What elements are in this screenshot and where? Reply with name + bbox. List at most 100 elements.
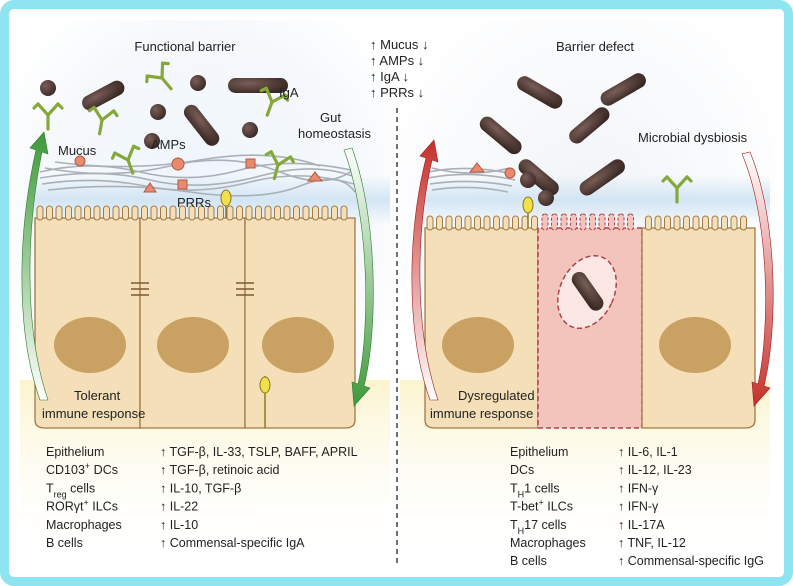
- microvillus: [740, 215, 747, 231]
- microvillus: [198, 205, 205, 221]
- bacterium-rod: [517, 76, 563, 109]
- bacterium-rod: [479, 116, 522, 155]
- right-epithelium: [424, 213, 756, 429]
- bacterium-rod: [579, 159, 625, 196]
- label-homeostasis: homeostasis: [298, 126, 371, 141]
- microvillus: [673, 215, 681, 231]
- damaged-microvillus: [627, 213, 634, 231]
- cell-type-label: TH1 cells: [510, 481, 560, 499]
- right-prrs: [522, 196, 534, 228]
- antibody-icon: [259, 86, 290, 117]
- antibody-icon: [661, 175, 693, 204]
- damaged-microvillus: [579, 213, 587, 231]
- antibody-icon: [87, 105, 119, 136]
- left-amps: [74, 155, 324, 193]
- amp-triangle: [143, 182, 157, 193]
- microvillus: [122, 205, 129, 221]
- microvillus: [683, 215, 690, 231]
- amp-square: [177, 179, 188, 190]
- microvillus: [150, 205, 158, 221]
- left-cytokine-table: Epithelium↑ TGF-β, IL-33, TSLP, BAFF, AP…: [46, 445, 358, 550]
- antibody-icon: [110, 144, 141, 175]
- cell-type-label: B cells: [46, 536, 83, 550]
- microvillus: [274, 205, 281, 221]
- cell-type-label: T-bet+ ILCs: [510, 498, 573, 514]
- cell-type-label: RORγt+ ILCs: [46, 498, 118, 514]
- right-bacteria: [479, 73, 646, 206]
- microvillus: [55, 205, 63, 221]
- left-epithelium: [34, 205, 356, 429]
- amp-square: [245, 158, 256, 169]
- microvillus: [65, 205, 72, 221]
- damaged-microvillus: [589, 213, 596, 231]
- damaged-microvillus: [541, 213, 549, 231]
- microvillus: [645, 215, 652, 231]
- left-nucleus-1: [54, 317, 126, 373]
- microvillus: [103, 205, 110, 221]
- cell-type-label: CD103+ DCs: [46, 461, 118, 477]
- microvillus: [245, 205, 253, 221]
- label-immune-response: immune response: [42, 406, 145, 421]
- microvillus: [493, 215, 500, 231]
- microvillus: [321, 205, 329, 221]
- label-tolerant: Tolerant: [74, 388, 121, 403]
- right-antibodies: [661, 175, 693, 204]
- microvillus: [179, 205, 186, 221]
- cell-type-label: Macrophages: [46, 518, 122, 532]
- cell-type-label: Epithelium: [510, 445, 568, 459]
- microvillus: [531, 215, 538, 231]
- antibody-icon: [145, 61, 173, 91]
- red-arrow-down: [741, 151, 774, 407]
- label-gut: Gut: [320, 110, 341, 125]
- microvillus: [721, 215, 728, 231]
- green-arrow-up: [21, 131, 49, 401]
- microvillus: [502, 215, 510, 231]
- left-bacteria: [40, 75, 288, 149]
- cytokine-effect: ↑ Commensal-specific IgA: [160, 536, 305, 550]
- intracellular-bacterium: [571, 271, 604, 311]
- left-microvilli: [36, 205, 348, 221]
- change-prrs: ↑ PRRs ↓: [370, 85, 424, 100]
- microvillus: [426, 215, 434, 231]
- cytokine-effect: ↑ IFN-γ: [618, 500, 659, 514]
- cytokine-effect: ↑ TGF-β, retinoic acid: [160, 463, 280, 477]
- bacterium-coccus: [150, 104, 166, 120]
- bacterium-rod: [518, 159, 559, 196]
- right-mucus-layer: [427, 167, 516, 193]
- microvillus: [654, 215, 662, 231]
- microvillus: [692, 215, 700, 231]
- amp-dot: [171, 157, 185, 171]
- microvillus: [302, 205, 310, 221]
- bacterium-coccus: [538, 190, 554, 206]
- cytokine-effect: ↑ IFN-γ: [618, 481, 659, 495]
- red-arrow-up: [411, 139, 439, 401]
- label-dys-immune-response: immune response: [430, 406, 533, 421]
- microvillus: [255, 205, 262, 221]
- middle-changes: ↑ Mucus ↓ ↑ AMPs ↓ ↑ IgA ↓ ↑ PRRs ↓: [370, 37, 429, 100]
- amp-dot: [504, 167, 516, 179]
- cell-type-label: B cells: [510, 554, 547, 568]
- right-nucleus-3: [659, 317, 731, 373]
- microvillus: [160, 205, 167, 221]
- tight-junctions: [131, 282, 254, 296]
- microvillus: [131, 205, 139, 221]
- damaged-microvillus: [608, 213, 615, 231]
- microvillus: [207, 205, 215, 221]
- microvillus: [331, 205, 338, 221]
- label-dysregulated: Dysregulated: [458, 388, 535, 403]
- prr-receptor: [522, 196, 534, 214]
- microvillus: [84, 205, 91, 221]
- microvillus: [141, 205, 148, 221]
- bacterium-coccus: [40, 80, 56, 96]
- damaged-microvillus: [551, 213, 558, 231]
- cytokine-effect: ↑ TNF, IL-12: [618, 536, 686, 550]
- bacterium-rod: [183, 104, 220, 146]
- microvillus: [445, 215, 453, 231]
- bacterium-rod: [228, 78, 288, 93]
- bacterium-coccus: [242, 122, 258, 138]
- left-mucus-layer: [39, 154, 363, 197]
- right-amps: [468, 162, 516, 179]
- bacterium-rod: [569, 107, 610, 144]
